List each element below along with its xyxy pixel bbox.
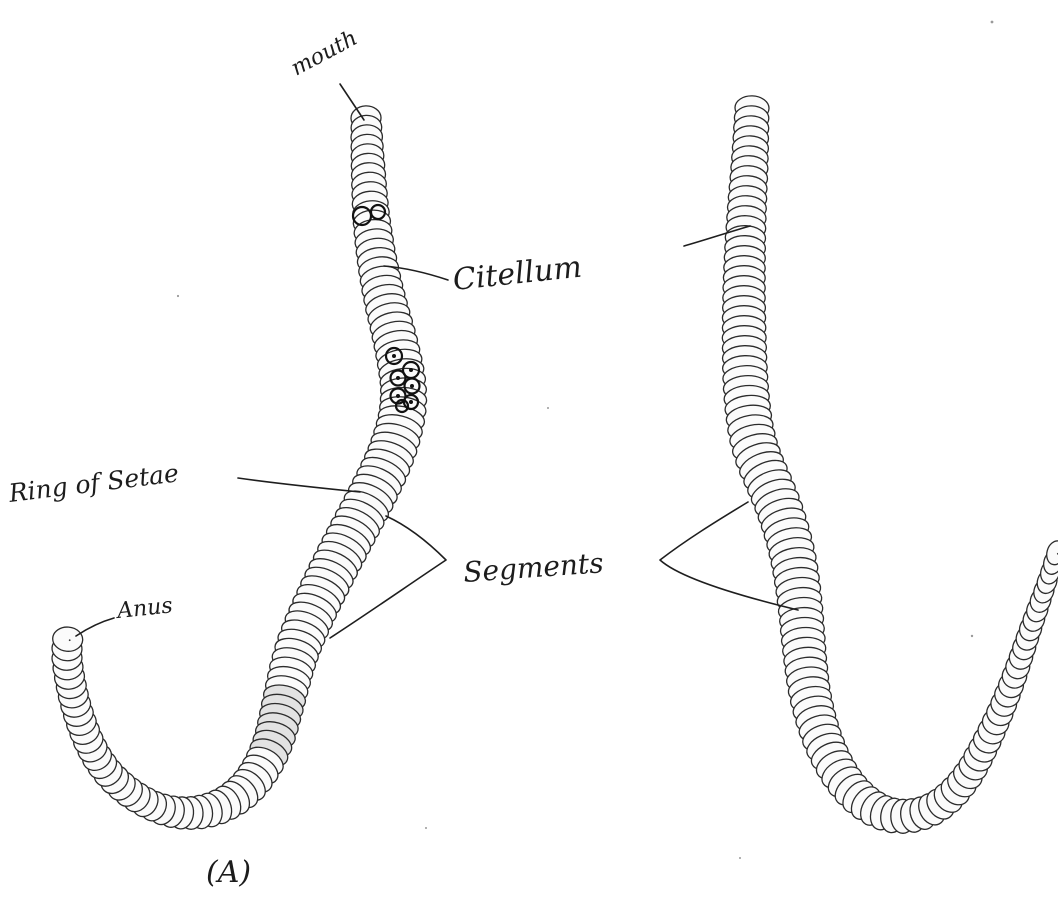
- figure-a-label: (A): [206, 855, 251, 890]
- paper-texture: [177, 21, 994, 859]
- clitellum-label: Citellum: [451, 250, 583, 298]
- leader-lines: [76, 84, 798, 638]
- anus-label: Anus: [114, 593, 174, 624]
- mouth-label: mouth: [287, 26, 362, 82]
- anus-leader: [76, 618, 114, 636]
- setae-dot: [69, 639, 71, 641]
- segments-label: Segments: [462, 546, 604, 589]
- setae-label: Ring of Setae: [6, 458, 180, 508]
- setae-leader: [238, 478, 360, 492]
- earthworm-b: [722, 95, 1058, 834]
